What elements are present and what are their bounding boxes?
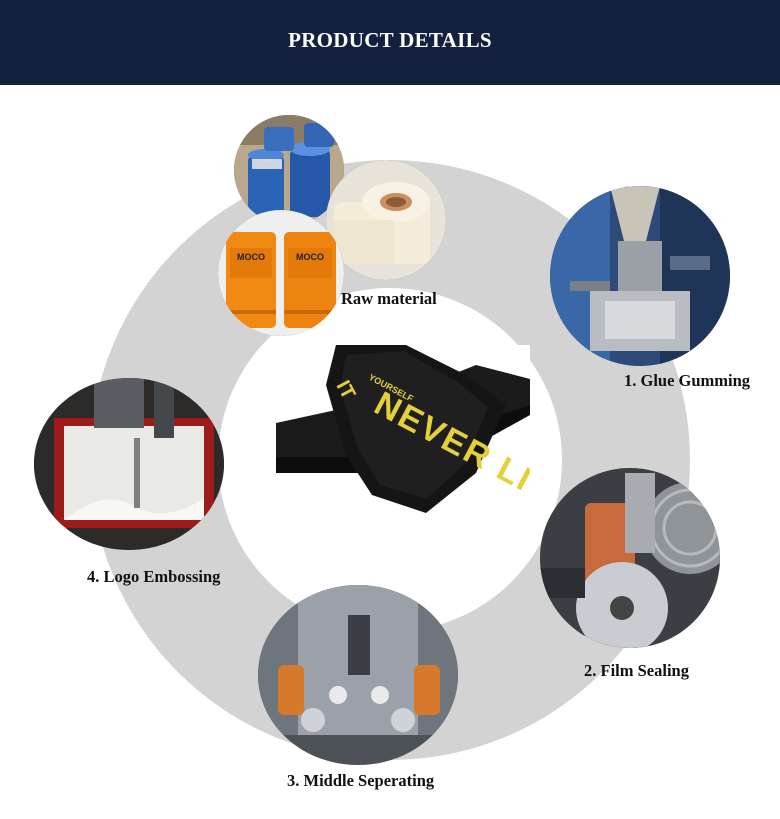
label-raw-material: Raw material [341, 289, 437, 308]
product-band-image: NEVER LI YOURSELF IT [276, 345, 539, 515]
drum-brand-right: MOCO [296, 252, 324, 262]
page-header: PRODUCT DETAILS [0, 0, 780, 85]
raw-material-barrels-photo [234, 115, 344, 225]
raw-material-film-roll-photo [326, 160, 446, 280]
raw-material-drums-photo: MOCO MOCO [218, 210, 344, 336]
glue-gumming-photo [550, 186, 730, 366]
label-film-sealing: 2. Film Sealing [584, 661, 689, 680]
drum-brand-left: MOCO [237, 252, 265, 262]
page-title: PRODUCT DETAILS [288, 28, 492, 52]
middle-seperating-photo [258, 585, 458, 765]
film-sealing-photo [540, 468, 720, 648]
logo-embossing-photo [34, 378, 224, 550]
label-glue-gumming: 1. Glue Gumming [624, 371, 751, 390]
label-middle-seperating: 3. Middle Seperating [287, 771, 435, 790]
label-logo-embossing: 4. Logo Embossing [87, 567, 221, 586]
